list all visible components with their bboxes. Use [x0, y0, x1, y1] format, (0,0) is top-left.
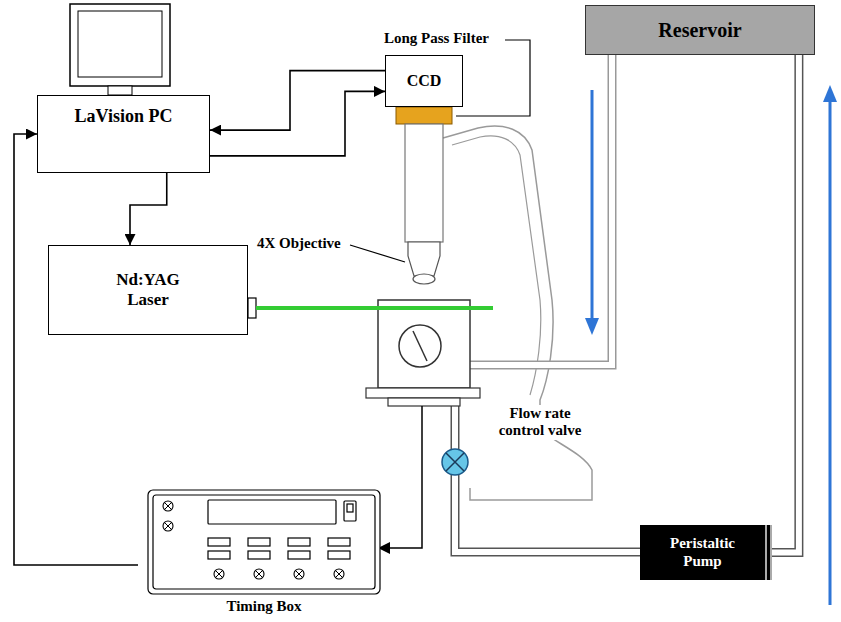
long-pass-filter	[396, 107, 452, 124]
knob-cross	[165, 503, 172, 510]
control-valve	[442, 449, 468, 475]
tube-inner	[772, 55, 799, 553]
label-text: 4X Objective	[255, 235, 343, 252]
device-button	[208, 551, 230, 559]
leader-line	[456, 40, 530, 116]
signal-connector	[210, 91, 385, 155]
laser-aperture	[248, 298, 256, 318]
device-button	[248, 538, 270, 546]
knob-cross	[256, 571, 263, 578]
tube-inner	[455, 406, 640, 552]
laser-box: Nd:YAG Laser	[48, 245, 248, 335]
device-button	[288, 538, 310, 546]
device-casing	[148, 490, 380, 594]
signal-connector	[130, 173, 167, 245]
tube-connector	[772, 55, 799, 553]
label-text: Long Pass Filter	[382, 30, 491, 47]
stage-base	[388, 398, 460, 406]
computer-box: LaVision PC	[37, 95, 210, 173]
connector-line	[210, 71, 385, 131]
leader-line	[350, 245, 405, 262]
device-knob	[163, 521, 173, 531]
device-panel	[153, 495, 375, 589]
valve-cross	[446, 453, 464, 471]
stage-plate	[366, 388, 480, 398]
device-knob	[294, 569, 304, 579]
tube-outer	[772, 55, 799, 553]
reservoir-box: Reservoir	[585, 5, 815, 55]
device-switch	[344, 501, 356, 521]
device-knob	[214, 569, 224, 579]
flow-cell	[378, 300, 470, 388]
node-text: Nd:YAG Laser	[106, 270, 191, 309]
monitor-neck	[108, 86, 132, 95]
node-text: LaVision PC	[75, 106, 173, 127]
node-text: CCD	[407, 72, 442, 90]
microscope-tube	[405, 124, 443, 242]
objective-tip	[413, 274, 435, 284]
tube-inner	[470, 55, 612, 365]
monitor-screen	[78, 11, 162, 77]
camera-box: CCD	[385, 55, 463, 107]
device-button	[248, 551, 270, 559]
part-label: 4X Objective	[255, 235, 343, 252]
monitor-frame	[70, 4, 170, 86]
device-knob	[254, 569, 264, 579]
flow-arrow	[591, 90, 594, 320]
node-text: Reservoir	[658, 19, 741, 42]
laser-beam	[256, 306, 493, 310]
timing-box-device	[146, 488, 382, 596]
timing-box: Timing Box	[138, 488, 390, 622]
connector-line	[130, 173, 167, 245]
flow-cell-window	[399, 325, 441, 367]
flow-cell-mark	[413, 331, 427, 361]
knob-cross	[165, 523, 172, 530]
pump-box: Peristaltic Pump	[640, 525, 772, 580]
signal-connector	[14, 134, 138, 565]
device-knob	[334, 569, 344, 579]
tube-outer	[455, 406, 640, 552]
device-knob	[163, 501, 173, 511]
connector-line	[210, 91, 385, 155]
signal-wire	[390, 406, 422, 548]
knob-cross	[336, 571, 343, 578]
objective-lens	[408, 242, 440, 276]
device-button	[208, 538, 230, 546]
knob-cross	[296, 571, 303, 578]
device-button	[328, 551, 350, 559]
flow-arrowhead	[585, 318, 599, 335]
connector-line	[14, 134, 138, 565]
device-display	[208, 500, 336, 524]
flow-arrow	[829, 100, 832, 605]
node-text: Timing Box	[226, 598, 301, 615]
part-label: Flow rate control valve	[485, 405, 595, 440]
part-label: Long Pass Filter	[382, 30, 491, 47]
signal-connector	[210, 71, 385, 131]
device-button	[288, 551, 310, 559]
flow-arrowhead	[823, 85, 837, 102]
switch-lever	[347, 504, 353, 512]
device-button	[328, 538, 350, 546]
knob-cross	[216, 571, 223, 578]
node-text: Peristaltic Pump	[655, 535, 750, 570]
label-text: Flow rate control valve	[485, 405, 595, 440]
tube-outer	[470, 55, 612, 365]
